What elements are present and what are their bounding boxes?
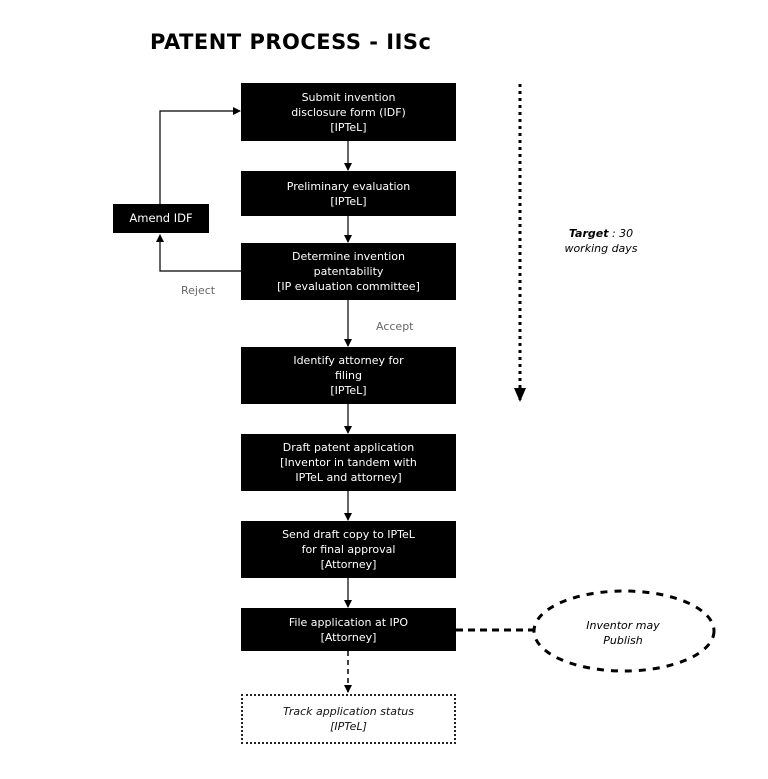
step-line: for final approval (301, 543, 396, 556)
target-days: : 30 (608, 227, 634, 240)
step-file-application: File application at IPO [Attorney] (241, 608, 456, 651)
step-line: File application at IPO (288, 615, 409, 629)
arrow-reject (156, 234, 241, 272)
target-note: Target : 30 working days (556, 226, 646, 256)
step-line: [IPTeL] (330, 120, 367, 134)
step-line: [Attorney] (320, 558, 377, 571)
step-line: Preliminary evaluation (286, 179, 411, 193)
step-send-draft: Send draft copy to IPTeL for final appro… (241, 521, 456, 578)
step-line: Draft patent application (282, 441, 415, 454)
step-line: patentability (313, 265, 384, 278)
amend-idf-box: Amend IDF (113, 204, 209, 233)
step-identify-attorney: Identify attorney for filing [IPTeL] (241, 347, 456, 404)
step-line: Identify attorney for (293, 354, 404, 367)
track-line: Track application status (282, 705, 415, 718)
track-status-box: Track application status [IPTeL] (241, 694, 456, 744)
step-line: filing (335, 369, 362, 382)
step-submit-idf: Submit invention disclosure form (IDF) [… (241, 83, 456, 141)
step-line: Determine invention (291, 250, 405, 263)
step-line: IPTeL and attorney] (295, 471, 402, 484)
step-preliminary-evaluation: Preliminary evaluation [IPTeL] (241, 171, 456, 216)
track-line: [IPTeL] (330, 720, 367, 733)
step-determine-patentability: Determine invention patentability [IP ev… (241, 243, 456, 300)
step-line: [IPTeL] (330, 384, 367, 397)
step-line: disclosure form (IDF) (291, 105, 406, 119)
publish-line: Publish (603, 634, 643, 647)
step-line: Send draft copy to IPTeL (282, 528, 415, 541)
publish-note: Inventor may Publish (548, 618, 698, 648)
step-line: [Inventor in tandem with (280, 456, 417, 469)
publish-line: Inventor may (586, 619, 660, 632)
step-line: Submit invention (301, 90, 396, 104)
target-bold: Target (568, 227, 609, 240)
arrow-amend-submit (159, 107, 241, 204)
step-line: [IPTeL] (330, 194, 367, 208)
amend-label: Amend IDF (129, 211, 193, 225)
step-line: [IP evaluation committee] (277, 280, 420, 293)
target-line2: working days (564, 242, 638, 255)
diagram-title: PATENT PROCESS - IISc (150, 30, 432, 54)
reject-label: Reject (181, 284, 216, 297)
step-line: [Attorney] (320, 630, 377, 644)
step-draft-application: Draft patent application [Inventor in ta… (241, 434, 456, 491)
accept-label: Accept (376, 320, 414, 333)
publish-ellipse (532, 589, 716, 673)
